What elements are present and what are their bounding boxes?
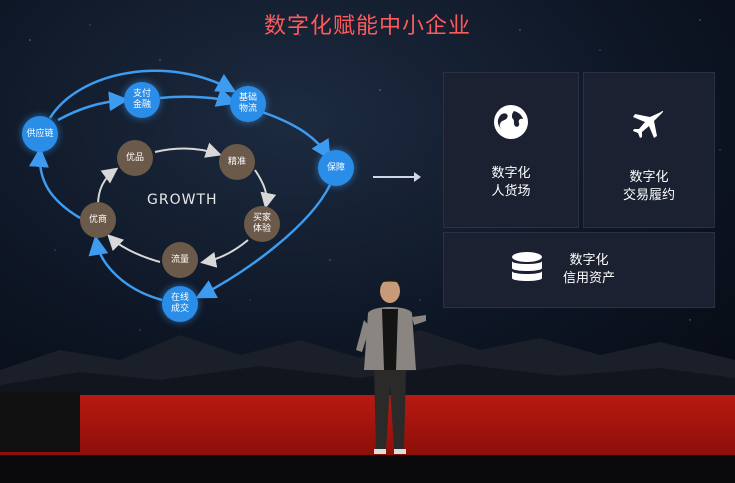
node-precision: 精准 <box>219 144 255 180</box>
panel-credit-assets: 数字化 信用资产 <box>443 232 715 308</box>
node-payment-finance: 支付 金融 <box>124 82 160 118</box>
cycle-arrows <box>28 69 332 302</box>
database-icon <box>512 252 542 281</box>
panel-label: 数字化 人货场 <box>491 166 531 199</box>
panel-label: 数字化 交易履约 <box>622 170 675 203</box>
starfield <box>29 19 721 331</box>
panel-label: 数字化 信用资产 <box>562 253 615 286</box>
panel-transaction-fulfillment: 数字化 交易履约 <box>583 72 715 228</box>
stage-floor <box>0 395 735 455</box>
globe-icon <box>494 105 528 139</box>
node-guarantee: 保障 <box>318 150 354 186</box>
arrow-right-icon <box>373 172 421 182</box>
node-quality-merchant: 优商 <box>80 202 116 238</box>
slide-title: 数字化赋能中小企业 <box>263 14 471 39</box>
stage-speaker <box>0 392 80 452</box>
airplane-icon <box>633 110 664 138</box>
node-quality-goods: 优品 <box>117 140 153 176</box>
growth-label: GROWTH <box>147 192 218 208</box>
presenter <box>356 278 426 454</box>
node-buyer-experience: 买家 体验 <box>244 206 280 242</box>
panel-people-goods-place: 数字化 人货场 <box>443 72 579 228</box>
node-supply-chain: 供应链 <box>22 116 58 152</box>
node-traffic: 流量 <box>162 242 198 278</box>
node-online-deal: 在线 成交 <box>162 286 198 322</box>
stage-front <box>0 455 735 483</box>
node-logistics: 基础 物流 <box>230 86 266 122</box>
projection-screen: 数字化赋能中小企业 供应链 <box>0 0 735 400</box>
